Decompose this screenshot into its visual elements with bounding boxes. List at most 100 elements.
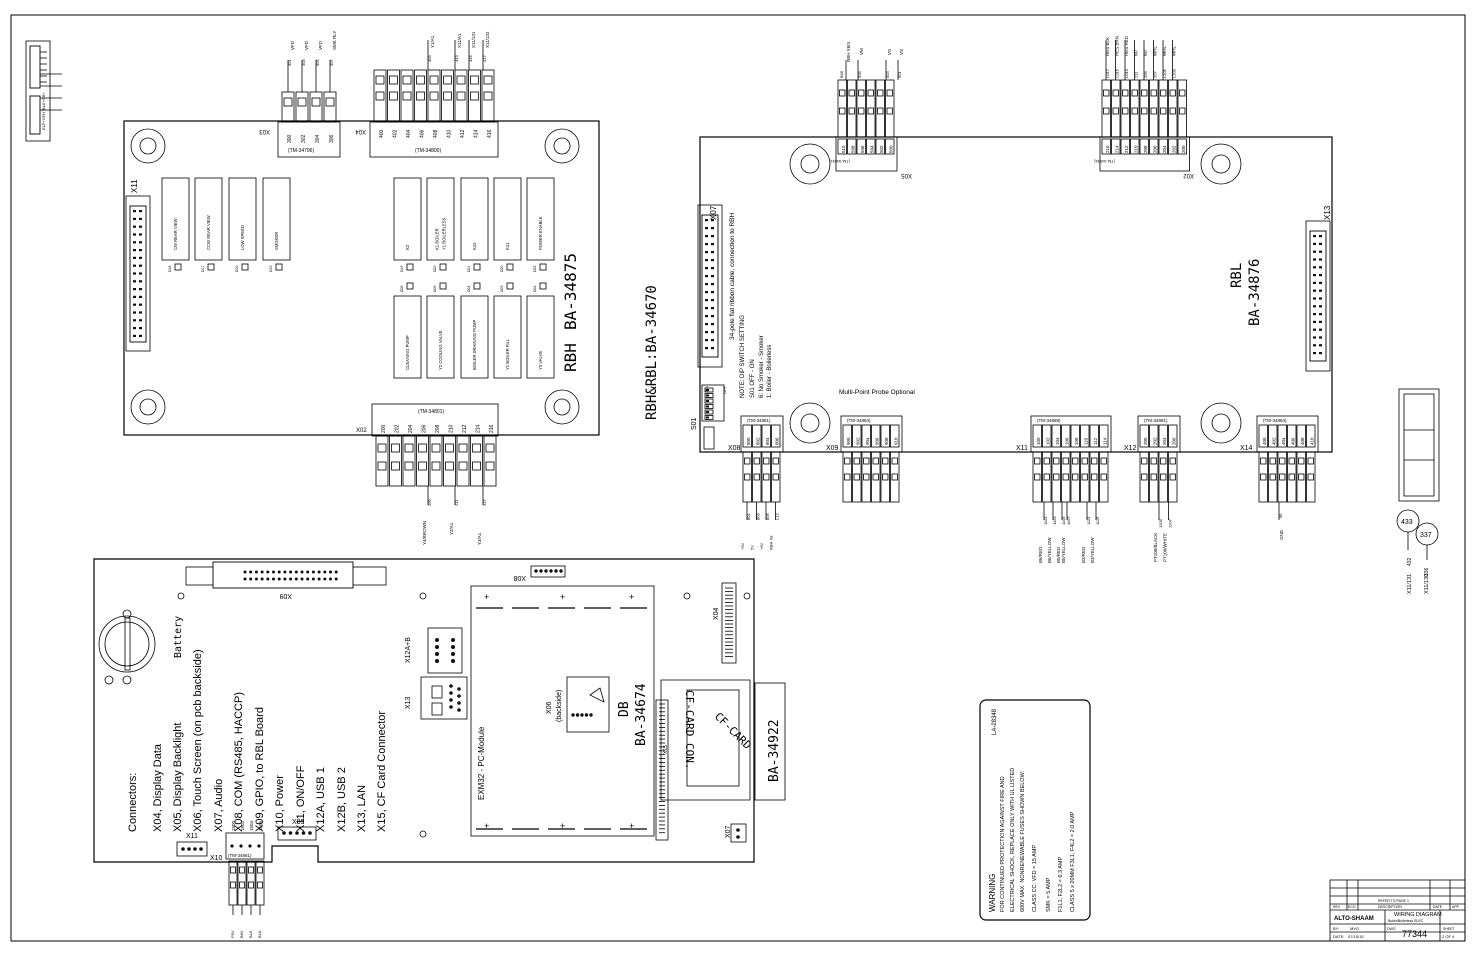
relay-label: K2 (405, 244, 410, 250)
header-pin (317, 577, 321, 581)
ribbon-pin (1313, 242, 1316, 245)
terminal-pin: 202 (395, 424, 401, 433)
terminal-screw (891, 457, 898, 465)
header-pin (277, 577, 281, 581)
ribbon-pin (711, 267, 714, 270)
terminal-screw (1062, 473, 1069, 481)
fuse-dest-2: X11/130 (1424, 574, 1430, 594)
rbh-x04-name: X04 (355, 128, 366, 134)
ribbon-pin (139, 225, 142, 228)
relay-box (194, 177, 223, 261)
terminal-cell (1139, 138, 1149, 155)
terminal-screw (1141, 89, 1148, 97)
led-ref: D19 (400, 266, 404, 272)
dip-switch-lever (704, 398, 714, 404)
ribbon-pin (133, 303, 136, 306)
connector-item-x10: X10, Power (274, 775, 286, 832)
db-top-conn-label: X09 (279, 592, 292, 599)
terminal-pin: 800 (746, 437, 751, 445)
terminal-screw (1112, 107, 1119, 115)
ribbon-pin (139, 272, 142, 275)
relay-box (426, 177, 455, 261)
terminal-pin: 502 (879, 145, 884, 153)
terminal (1158, 451, 1168, 503)
ribbon-pin (139, 249, 142, 252)
terminal (1061, 451, 1071, 503)
ribbon-pin (133, 249, 136, 252)
terminal-cell (1296, 424, 1306, 448)
plus-mark: + (629, 592, 634, 602)
terminal-screw (418, 461, 427, 471)
led (275, 263, 283, 271)
terminal-pin: 904 (865, 437, 870, 445)
module-label: EXM32 - PC-Module (477, 726, 486, 800)
terminal-screw (375, 75, 385, 85)
terminal-pin: 506 (860, 145, 865, 153)
terminal-pin: 806 (775, 437, 780, 445)
fuse-block: 433 337 X11/131 X11/130 432 336 (1396, 388, 1440, 594)
tb-sheet-value: 2 OF 4 (1442, 934, 1455, 939)
terminal-cell (1111, 138, 1121, 155)
terminal (454, 69, 468, 123)
wire-dest: WHL (1153, 46, 1158, 56)
terminal-pin: 402 (393, 129, 399, 138)
ribbon-pin (133, 311, 136, 314)
terminal-pin: 210 (449, 424, 455, 433)
terminal-screw (1122, 89, 1129, 97)
header-pin (329, 577, 332, 581)
wire-dest: WHL (1172, 46, 1177, 56)
rbh-x02-name: X02 (356, 428, 367, 434)
relay-box (460, 295, 489, 379)
header-pin (266, 577, 270, 581)
ribbon-pin (1319, 235, 1322, 238)
terminal-pin: 508 (851, 145, 856, 153)
ribbon-pin (1313, 281, 1316, 284)
terminal-pin: 410 (447, 129, 453, 138)
wire-dest: Y1/A1 (430, 35, 435, 48)
header-pin (308, 831, 312, 835)
terminal (323, 91, 337, 123)
terminal-screw (863, 473, 870, 481)
ribbon-pin (1313, 289, 1316, 292)
usb-pin (451, 645, 455, 649)
plus-mark: + (560, 821, 565, 831)
ribbon-pin (1319, 250, 1322, 253)
terminal-screw (239, 866, 245, 874)
led (439, 263, 447, 271)
terminal-pin: 112 (1093, 437, 1098, 445)
terminal-cell (1070, 424, 1080, 448)
ribbon-pin (139, 311, 142, 314)
header-pin (306, 570, 310, 574)
wire-number: 417 (482, 55, 487, 62)
ribbon-pin (133, 272, 136, 275)
lan-pin (449, 684, 453, 688)
cf-card-conn-label: CF-CARD CON. (683, 690, 696, 769)
ribbon-pin (133, 233, 136, 236)
ribbon-pin (705, 339, 708, 342)
wire-number: 305 (315, 59, 320, 66)
connector-item-x12b: X12B, USB 2 (336, 767, 348, 832)
terminal-screw (443, 91, 452, 101)
terminal-cell (1277, 424, 1287, 448)
wire-number: 415 (468, 55, 473, 62)
terminal-screw (1260, 473, 1267, 481)
terminal-cell (1032, 424, 1042, 448)
db-x04-label: X04 (713, 607, 720, 620)
terminal (281, 91, 295, 123)
usb-pin (435, 652, 439, 656)
ribbon-pin (1313, 297, 1316, 300)
dip-switch-lever (704, 415, 714, 420)
x10-pin: 1504 (249, 820, 254, 831)
terminal-screw (472, 443, 481, 453)
lan-jack (431, 685, 443, 699)
ribbon-pin (133, 256, 136, 259)
led-ref: D20 (500, 266, 504, 272)
ribbon-pin (711, 275, 714, 278)
db-x05-label: X05 (292, 819, 305, 826)
relay-box (493, 295, 522, 379)
ribbon-pin (1319, 352, 1322, 355)
tl-label: CB+ (41, 91, 46, 100)
wire-number: 211 (1134, 71, 1139, 78)
